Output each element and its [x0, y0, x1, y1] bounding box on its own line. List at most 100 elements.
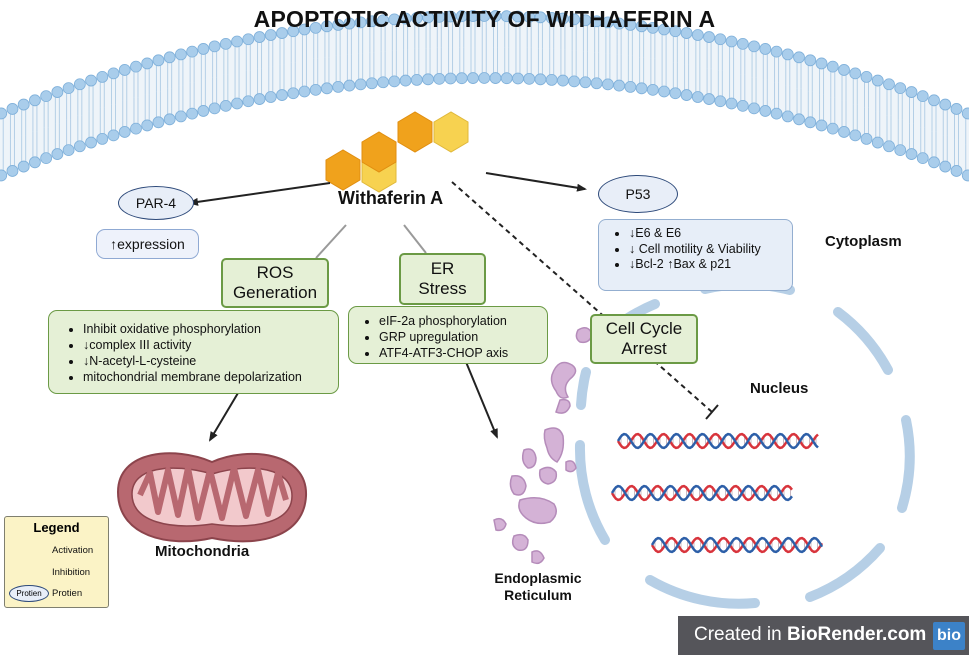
lipid-head [928, 156, 940, 169]
lipid-head [894, 82, 907, 95]
lipid-head [118, 126, 131, 138]
lipid-head [500, 72, 513, 85]
ros-title-line2: Generation [232, 283, 318, 302]
lipid-head [590, 77, 603, 90]
ros-effect-item: ↓complex III activity [83, 337, 330, 353]
lipid-head [826, 122, 839, 135]
dna-icon [610, 432, 824, 554]
lipid-head [264, 91, 277, 103]
lipid-head [883, 140, 895, 153]
footer-brand: BioRender.com [786, 624, 927, 645]
p53-effect-item: ↓ Cell motility & Viability [629, 242, 784, 258]
er-stress-box: ER Stress [399, 253, 486, 305]
lipid-head [669, 87, 682, 100]
lipid-head [85, 136, 97, 149]
lipid-head [62, 144, 75, 157]
lipid-head [253, 93, 266, 105]
lipid-head [512, 72, 524, 85]
lipid-head [557, 74, 569, 87]
lipid-head [568, 75, 581, 88]
cell-cycle-title-line1: Cell Cycle [605, 319, 683, 338]
biorender-logo-icon: bio [933, 622, 965, 650]
lipid-head [736, 37, 749, 50]
lipid-head [62, 82, 75, 95]
ros-effect-item: mitochondrial membrane depolarization [83, 369, 330, 385]
lipid-head [219, 99, 232, 112]
lipid-head [714, 33, 727, 46]
dna-strand [616, 432, 819, 450]
par4-effect: ↑expression [110, 236, 185, 252]
lipid-head [961, 169, 969, 182]
er-effect-item: ATF4-ATF3-CHOP axis [379, 345, 539, 361]
lipid-head [388, 75, 401, 88]
lipid-head [939, 98, 952, 111]
dna-strand [610, 484, 793, 502]
lipid-head [17, 160, 30, 173]
lipid-head [691, 29, 704, 41]
lipid-head [916, 152, 929, 165]
lipid-head [343, 79, 356, 92]
lipid-head [96, 133, 109, 145]
lipid-head [231, 35, 243, 48]
lipid-head [635, 20, 648, 33]
nucleus-label: Nucleus [750, 380, 809, 397]
lipid-head [51, 86, 64, 98]
lipid-head [939, 160, 952, 173]
legend-protein-icon: Protien [9, 585, 49, 602]
lipid-head [107, 129, 120, 142]
lipid-head [601, 78, 614, 91]
lipid-head [354, 78, 367, 91]
lipid-head [141, 119, 154, 132]
lipid-head [961, 107, 969, 120]
dna-helix [610, 484, 793, 502]
lipid-head [264, 29, 277, 41]
mitochondria-icon [116, 452, 308, 543]
lipid-head [489, 72, 502, 84]
lipid-head [894, 144, 907, 157]
lipid-head [849, 67, 862, 80]
lipid-head [332, 81, 345, 93]
withaferin-molecule-icon [325, 111, 469, 193]
lipid-head [534, 73, 547, 86]
arrow-to-er [465, 361, 498, 439]
ros-effect-item: ↓N-acetyl-L-cysteine [83, 353, 330, 369]
activation-arrows [188, 172, 587, 442]
er-label-line2: Reticulum [504, 587, 572, 603]
lipid-head [478, 72, 491, 84]
lipid-head [175, 110, 187, 123]
p53-effect-item: ↓E6 & E6 [629, 226, 784, 242]
lipid-head [815, 57, 828, 70]
inhibition-line [451, 181, 719, 420]
lipid-head [826, 60, 839, 73]
arrow-to-par4 [188, 182, 331, 206]
p53-effects-box: ↓E6 & E6 ↓ Cell motility & Viability ↓Bc… [598, 219, 793, 291]
lipid-head [130, 60, 142, 73]
lipid-head [680, 27, 693, 39]
cell-membrane-icon [0, 10, 969, 182]
p53-protein: P53 [598, 175, 678, 213]
er-stress-title-line1: ER [430, 259, 455, 278]
dna-helix [650, 536, 824, 554]
lipid-head [321, 82, 333, 95]
lipid-head [17, 98, 30, 111]
lipid-head [725, 97, 738, 110]
lipid-head [646, 21, 659, 34]
lipid-head [208, 40, 221, 53]
lipid-head [759, 43, 772, 55]
lipid-head [6, 165, 19, 177]
lipid-head [804, 116, 817, 129]
ros-effect-item: Inhibit oxidative phosphorylation [83, 321, 330, 337]
p53-effect-item: ↓Bcl-2 ↑Bax & p21 [629, 257, 784, 273]
lipid-head [703, 31, 715, 43]
connector-lines [315, 224, 427, 259]
lipid-head [467, 72, 479, 84]
ros-generation-box: ROS Generation [221, 258, 329, 308]
endoplasmic-reticulum-icon [493, 327, 593, 565]
footer-created-in: Created in BioRender.com [694, 624, 926, 646]
lipid-head [29, 156, 41, 169]
lipid-head [635, 82, 648, 95]
lipid-head [871, 74, 884, 87]
cytoplasm-label: Cytoplasm [825, 233, 902, 250]
lipid-head [130, 122, 142, 135]
